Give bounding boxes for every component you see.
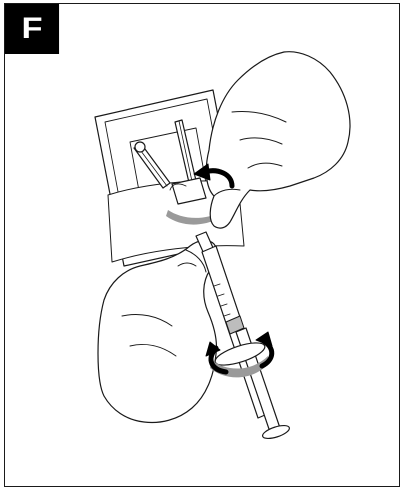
right-hand xyxy=(206,52,350,228)
left-hand xyxy=(98,240,217,422)
